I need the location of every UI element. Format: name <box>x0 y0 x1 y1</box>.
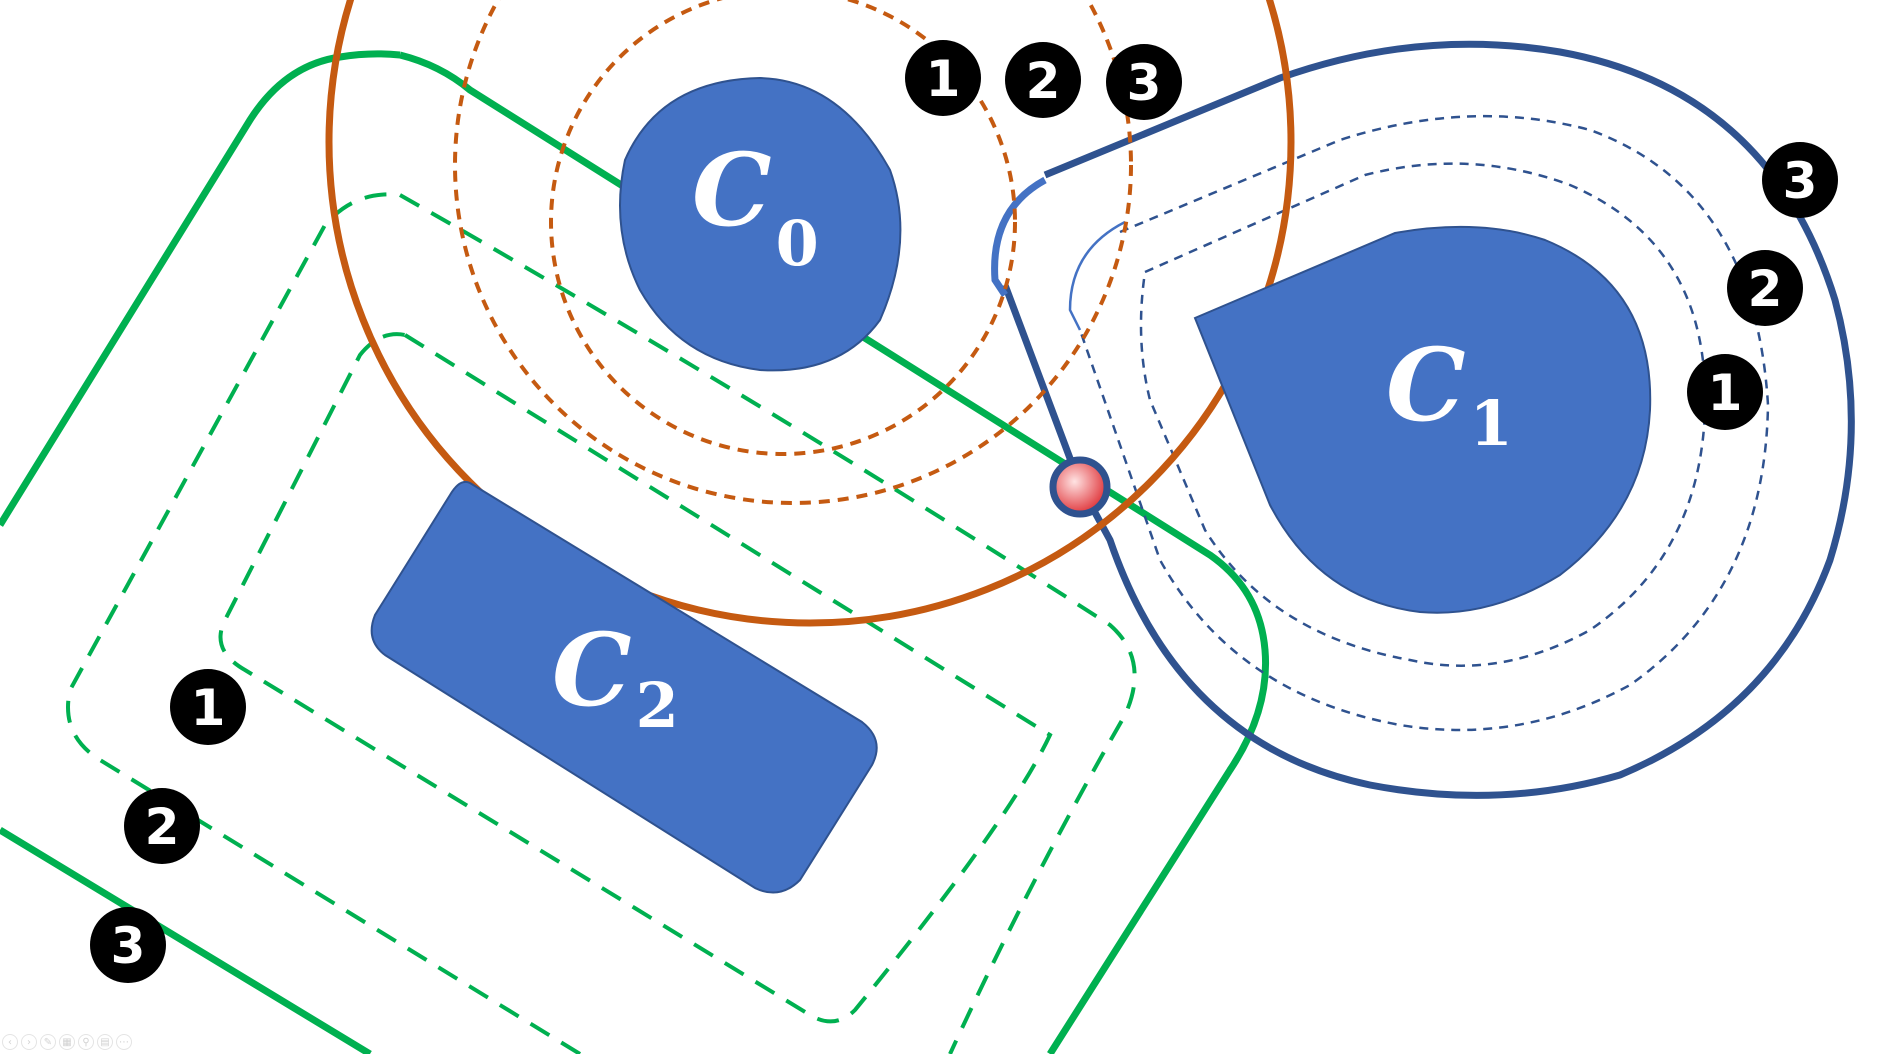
shape-c1: C1 <box>1193 225 1652 614</box>
orange-contour-1 <box>549 0 1017 456</box>
green-contour-2 <box>66 192 1137 1054</box>
orange-level-badges: 1 2 3 <box>905 40 1182 120</box>
green-badge-2-circle <box>124 788 200 864</box>
more-icon[interactable]: ⋯ <box>116 1034 132 1050</box>
navy-contour-1 <box>1139 162 1707 667</box>
navy-badge-2-text: 2 <box>1748 260 1783 318</box>
shape-c0: C0 <box>619 76 902 372</box>
navy-badge-1-circle <box>1687 354 1763 430</box>
pen-icon[interactable]: ✎ <box>40 1034 56 1050</box>
slides-icon[interactable]: ▦ <box>59 1034 75 1050</box>
shape-c0-body <box>619 76 902 372</box>
orange-badge-1-circle <box>905 40 981 116</box>
orange-contour-2 <box>453 0 1133 505</box>
navy-badge-1-text: 1 <box>1708 364 1743 422</box>
back-icon[interactable]: ‹ <box>2 1034 18 1050</box>
green-contours <box>0 50 1270 1054</box>
orange-contour-3 <box>325 0 1295 627</box>
orange-badge-3-circle <box>1106 44 1182 120</box>
navy-badge-3: 3 <box>1762 142 1838 218</box>
green-badge-3: 3 <box>90 907 166 983</box>
orange-badge-2: 2 <box>1005 42 1081 118</box>
orange-badge-1-text: 1 <box>926 50 961 108</box>
orange-badge-3: 3 <box>1106 44 1182 120</box>
green-badge-3-text: 3 <box>111 917 146 975</box>
navy-contour-2-arc <box>1068 220 1126 331</box>
shape-c2: C2 <box>370 480 878 894</box>
zoom-icon[interactable]: ⚲ <box>78 1034 94 1050</box>
forward-icon[interactable]: › <box>21 1034 37 1050</box>
green-contour-3 <box>0 50 1270 1054</box>
green-badge-1: 1 <box>170 669 246 745</box>
navy-badge-2-circle <box>1727 250 1803 326</box>
shape-c1-body <box>1193 225 1652 614</box>
shape-c2-body <box>370 480 878 894</box>
green-badge-3-circle <box>90 907 166 983</box>
orange-badge-2-circle <box>1005 42 1081 118</box>
navy-badge-2: 2 <box>1727 250 1803 326</box>
shape-c1-label: C1 <box>1386 326 1513 460</box>
green-contour-1 <box>218 332 1053 1024</box>
navy-contour-2 <box>1078 114 1770 732</box>
orange-badge-1: 1 <box>905 40 981 116</box>
shape-c0-label: C0 <box>692 131 819 280</box>
navy-badge-1: 1 <box>1687 354 1763 430</box>
navy-badge-3-text: 3 <box>1783 152 1818 210</box>
orange-badge-3-text: 3 <box>1127 54 1162 112</box>
orange-badge-2-text: 2 <box>1026 52 1061 110</box>
navy-contour-3-arc <box>991 176 1047 297</box>
green-badge-2: 2 <box>124 788 200 864</box>
orange-contours <box>325 0 1295 627</box>
navy-contours <box>991 40 1855 799</box>
shape-c2-label: C2 <box>552 611 679 742</box>
subtitle-icon[interactable]: ▤ <box>97 1034 113 1050</box>
green-badge-1-text: 1 <box>191 679 226 737</box>
green-badge-1-circle <box>170 669 246 745</box>
green-level-badges: 1 2 3 <box>90 669 246 983</box>
navy-contour-3 <box>1001 40 1855 799</box>
navy-level-badges: 1 2 3 <box>1687 142 1838 430</box>
slideshow-toolbar: ‹ › ✎ ▦ ⚲ ▤ ⋯ <box>0 1034 132 1054</box>
green-badge-2-text: 2 <box>145 798 180 856</box>
navy-badge-3-circle <box>1762 142 1838 218</box>
intersection-point <box>1049 456 1111 518</box>
